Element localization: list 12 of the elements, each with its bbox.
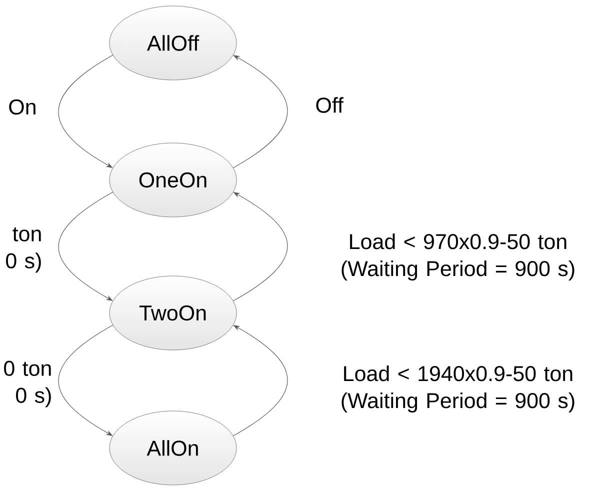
edge-label: On: [9, 99, 36, 115]
edge-label: Off: [316, 97, 344, 113]
edge-label: 0 ton 0 s): [4, 360, 51, 408]
edge-label: ton 0 s): [6, 227, 41, 273]
arrow: [232, 325, 288, 436]
edge-label: Load < 1940x0.9-50 ton (Waiting Period = 900 s): [342, 365, 574, 413]
arrow: [58, 54, 114, 168]
arrow: [232, 192, 288, 302]
arrow: [232, 55, 288, 168]
arrow: [58, 324, 114, 436]
arrow: [58, 192, 114, 301]
edge-label: Load < 970x0.9-50 ton (Waiting Period = 900 s): [342, 233, 574, 281]
